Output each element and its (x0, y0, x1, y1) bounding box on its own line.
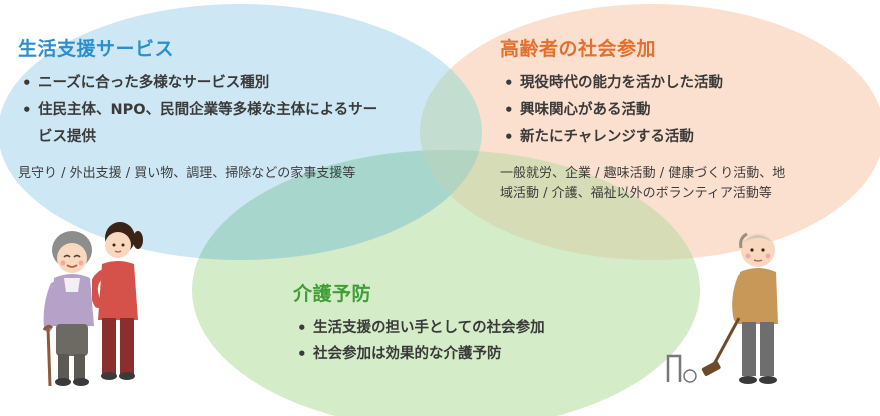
care-prevention-bullets: 生活支援の担い手としての社会参加 社会参加は効果的な介護予防 (293, 315, 613, 367)
care-prevention-bullet-2: 社会参加は効果的な介護予防 (293, 341, 613, 367)
elderly-man-gateball-illustration (666, 232, 778, 384)
social-participation-bullet-3: 新たにチャレンジする活動 (500, 124, 800, 151)
life-support-block: 生活支援サービス ニーズに合った多様なサービス種別 住民主体、NPO、民間企業等… (18, 34, 378, 184)
elderly-woman-with-cane-illustration (42, 231, 94, 387)
life-support-title: 生活支援サービス (18, 38, 175, 60)
caregiver-woman-illustration (92, 222, 143, 380)
social-participation-bullet-2: 興味関心がある活動 (500, 97, 800, 124)
social-participation-bullet-1: 現役時代の能力を活かした活動 (500, 70, 800, 97)
care-prevention-title: 介護予防 (293, 283, 372, 305)
social-participation-examples: 一般就労、企業 / 趣味活動 / 健康づくり活動、地域活動 / 介護、福祉以外の… (500, 166, 786, 201)
life-support-bullets: ニーズに合った多様なサービス種別 住民主体、NPO、民間企業等多様な主体によるサ… (18, 70, 378, 151)
care-prevention-bullet-1: 生活支援の担い手としての社会参加 (293, 315, 613, 341)
care-prevention-block: 介護予防 生活支援の担い手としての社会参加 社会参加は効果的な介護予防 (293, 279, 613, 367)
social-participation-block: 高齢者の社会参加 現役時代の能力を活かした活動 興味関心がある活動 新たにチャレ… (500, 34, 800, 204)
life-support-bullet-1: ニーズに合った多様なサービス種別 (18, 70, 378, 97)
life-support-examples: 見守り / 外出支援 / 買い物、調理、掃除などの家事支援等 (18, 166, 356, 181)
overlap-right-bottom (420, 150, 700, 260)
social-participation-title: 高齢者の社会参加 (500, 38, 657, 60)
life-support-bullet-2: 住民主体、NPO、民間企業等多様な主体によるサービス提供 (18, 97, 378, 151)
social-participation-bullets: 現役時代の能力を活かした活動 興味関心がある活動 新たにチャレンジする活動 (500, 70, 800, 151)
overlap-left-bottom (192, 150, 482, 260)
